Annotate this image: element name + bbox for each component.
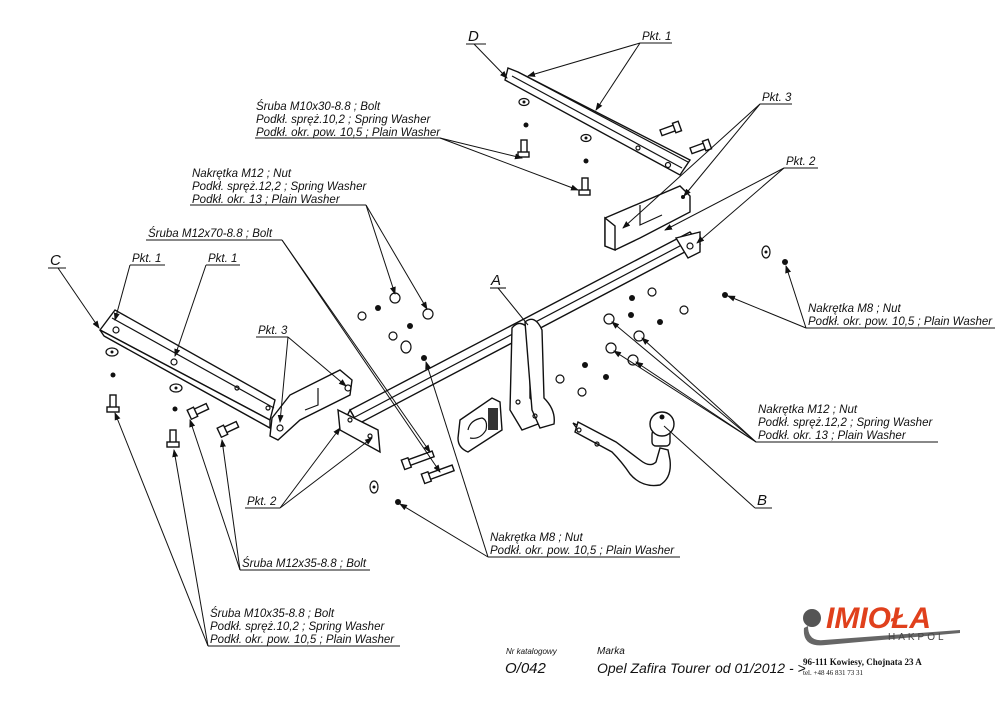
svg-text:Podkł. okr. pow. 10,5 ; Plain: Podkł. okr. pow. 10,5 ; Plain Washer (490, 545, 675, 557)
svg-text:Nakrętka M8 ; Nut: Nakrętka M8 ; Nut (808, 303, 901, 315)
callout-bolt-m12x70: Śruba M12x70-8.8 ; Bolt (148, 227, 273, 240)
svg-text:Nakrętka M12 ; Nut: Nakrętka M12 ; Nut (192, 168, 292, 180)
part-label-d: D (468, 28, 479, 45)
bracket-d (504, 67, 692, 176)
callout-bolt-m10x30: Śruba M10x30-8.8 ; Bolt Podkł. spręż.10,… (256, 100, 441, 139)
catalog-number-label: Nr katalogowy (506, 647, 558, 656)
svg-text:Śruba M12x70-8.8 ; Bolt: Śruba M12x70-8.8 ; Bolt (148, 227, 273, 240)
catalog-number: O/042 (505, 660, 547, 677)
callout-bolt-m12x35: Śruba M12x35-8.8 ; Bolt (242, 557, 367, 570)
leader-lines (48, 42, 995, 647)
company-phone: tel. +48 46 831 73 31 (803, 669, 863, 677)
nut-cluster-left (357, 292, 434, 354)
svg-text:Nakrętka M8 ; Nut: Nakrętka M8 ; Nut (490, 532, 583, 544)
callout-nut-m8-right: Nakrętka M8 ; Nut Podkł. okr. pow. 10,5 … (808, 303, 993, 328)
svg-text:Podkł. spręż.12,2 ; Spring Was: Podkł. spręż.12,2 ; Spring Washer (758, 417, 933, 429)
pkt3-label-top: Pkt. 3 (762, 92, 792, 104)
svg-text:Podkł. spręż.12,2 ; Spring Was: Podkł. spręż.12,2 ; Spring Washer (192, 181, 367, 193)
part-b-towball (572, 411, 675, 487)
callout-nut-m8-bottom: Nakrętka M8 ; Nut Podkł. okr. pow. 10,5 … (490, 532, 675, 557)
pkt1-label-left-a: Pkt. 1 (132, 253, 161, 265)
imiola-logo: IMIOŁA HAKPOL (803, 602, 960, 646)
brand-label: Marka (597, 646, 625, 657)
part-label-c: C (50, 252, 61, 269)
pkt1-label-left-b: Pkt. 1 (208, 253, 237, 265)
pkt2-label-top: Pkt. 2 (786, 156, 816, 168)
svg-text:Podkł. okr. pow. 10,5 ; Plain: Podkł. okr. pow. 10,5 ; Plain Washer (808, 316, 993, 328)
socket-plate (457, 397, 503, 453)
nut-cluster-right (555, 245, 788, 397)
pkt3-label-left: Pkt. 3 (258, 325, 288, 337)
svg-text:Śruba M10x30-8.8 ; Bolt: Śruba M10x30-8.8 ; Bolt (256, 100, 381, 113)
svg-text:Podkł. spręż.10,2 ; Spring Was: Podkł. spręż.10,2 ; Spring Washer (256, 114, 431, 126)
svg-text:Śruba M12x35-8.8 ; Bolt: Śruba M12x35-8.8 ; Bolt (242, 557, 367, 570)
d-hardware (517, 97, 713, 196)
svg-text:Podkł. okr. pow. 10,5 ; Plain: Podkł. okr. pow. 10,5 ; Plain Washer (210, 634, 395, 646)
svg-text:Śruba M10x35-8.8 ; Bolt: Śruba M10x35-8.8 ; Bolt (210, 607, 335, 620)
svg-text:Podkł. spręż.10,2 ; Spring Was: Podkł. spręż.10,2 ; Spring Washer (210, 621, 385, 633)
svg-text:Podkł. okr. 13 ; Plain Washer: Podkł. okr. 13 ; Plain Washer (192, 194, 341, 206)
pkt2-label-left: Pkt. 2 (247, 496, 277, 508)
title-block: Nr katalogowy O/042 Marka Opel Zafira To… (505, 646, 922, 677)
company-address: 96-111 Kowiesy, Chojnata 23 A (803, 657, 922, 667)
logo-sub: HAKPOL (888, 632, 947, 643)
svg-text:Nakrętka M12 ; Nut: Nakrętka M12 ; Nut (758, 404, 858, 416)
production-date: od 01/2012 - > (715, 660, 806, 676)
part-label-a: A (490, 272, 501, 289)
pkt1-label-top: Pkt. 1 (642, 31, 671, 43)
vehicle-model: Opel Zafira Tourer (597, 660, 711, 676)
callout-nut-m12-left: Nakrętka M12 ; Nut Podkł. spręż.12,2 ; S… (192, 168, 367, 206)
right-side-bracket (604, 185, 701, 259)
svg-text:Podkł. okr. pow. 10,5 ; Plain: Podkł. okr. pow. 10,5 ; Plain Washer (256, 127, 441, 139)
towball-logo-icon (803, 609, 821, 627)
part-a-mount (509, 318, 555, 431)
svg-text:Podkł. okr. 13 ; Plain Washer: Podkł. okr. 13 ; Plain Washer (758, 430, 907, 442)
c-hardware (105, 347, 456, 505)
callout-bolt-m10x35: Śruba M10x35-8.8 ; Bolt Podkł. spręż.10,… (210, 607, 395, 646)
callout-nut-m12-right: Nakrętka M12 ; Nut Podkł. spręż.12,2 ; S… (758, 404, 933, 442)
logo-name: IMIOŁA (826, 602, 931, 635)
part-label-b: B (757, 492, 767, 509)
bracket-c (98, 309, 276, 430)
